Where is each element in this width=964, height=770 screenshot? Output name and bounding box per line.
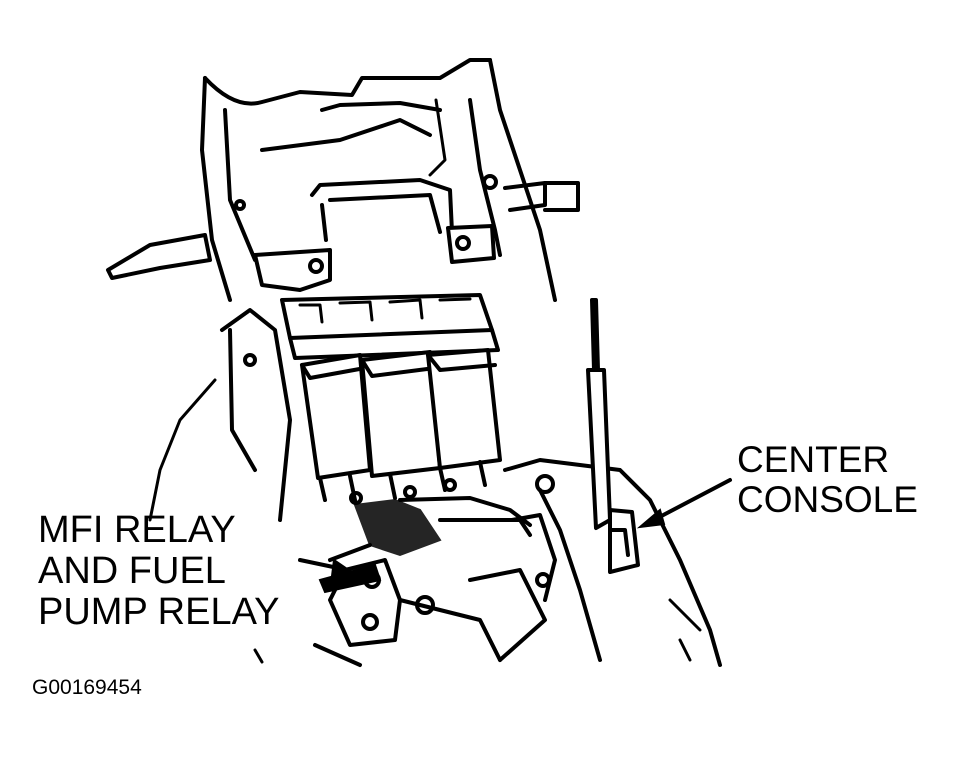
center-console-arrow xyxy=(636,478,732,529)
relay-arrow xyxy=(253,558,353,664)
mounting-bracket-left xyxy=(106,233,212,280)
relay-block-right xyxy=(426,348,502,470)
relay-label-line-3: PUMP RELAY xyxy=(38,591,280,634)
relay-block-left xyxy=(300,353,372,480)
relay-wiring xyxy=(318,496,532,594)
center-console-label-line-1: CENTER xyxy=(737,439,890,480)
relay-label-line-2: AND FUEL xyxy=(38,550,226,593)
center-console-label: CENTER CONSOLE xyxy=(737,440,918,520)
steering-column-housing xyxy=(200,58,557,302)
relay-label-line-1: MFI RELAY xyxy=(38,509,236,551)
connector-strip xyxy=(280,293,500,360)
mounting-bracket-right xyxy=(503,181,580,212)
center-console-label-line-2: CONSOLE xyxy=(737,478,918,520)
relay-block-center xyxy=(360,350,442,478)
lower-bracket xyxy=(313,558,502,667)
relay-terminals xyxy=(318,460,487,505)
figure-id: G00169454 xyxy=(32,676,142,699)
center-console xyxy=(468,458,722,667)
shift-lever xyxy=(586,298,612,530)
bracket-plate xyxy=(253,224,496,292)
relay-label: MFI RELAY AND FUEL PUMP RELAY xyxy=(38,509,280,634)
left-pillar xyxy=(148,308,292,522)
